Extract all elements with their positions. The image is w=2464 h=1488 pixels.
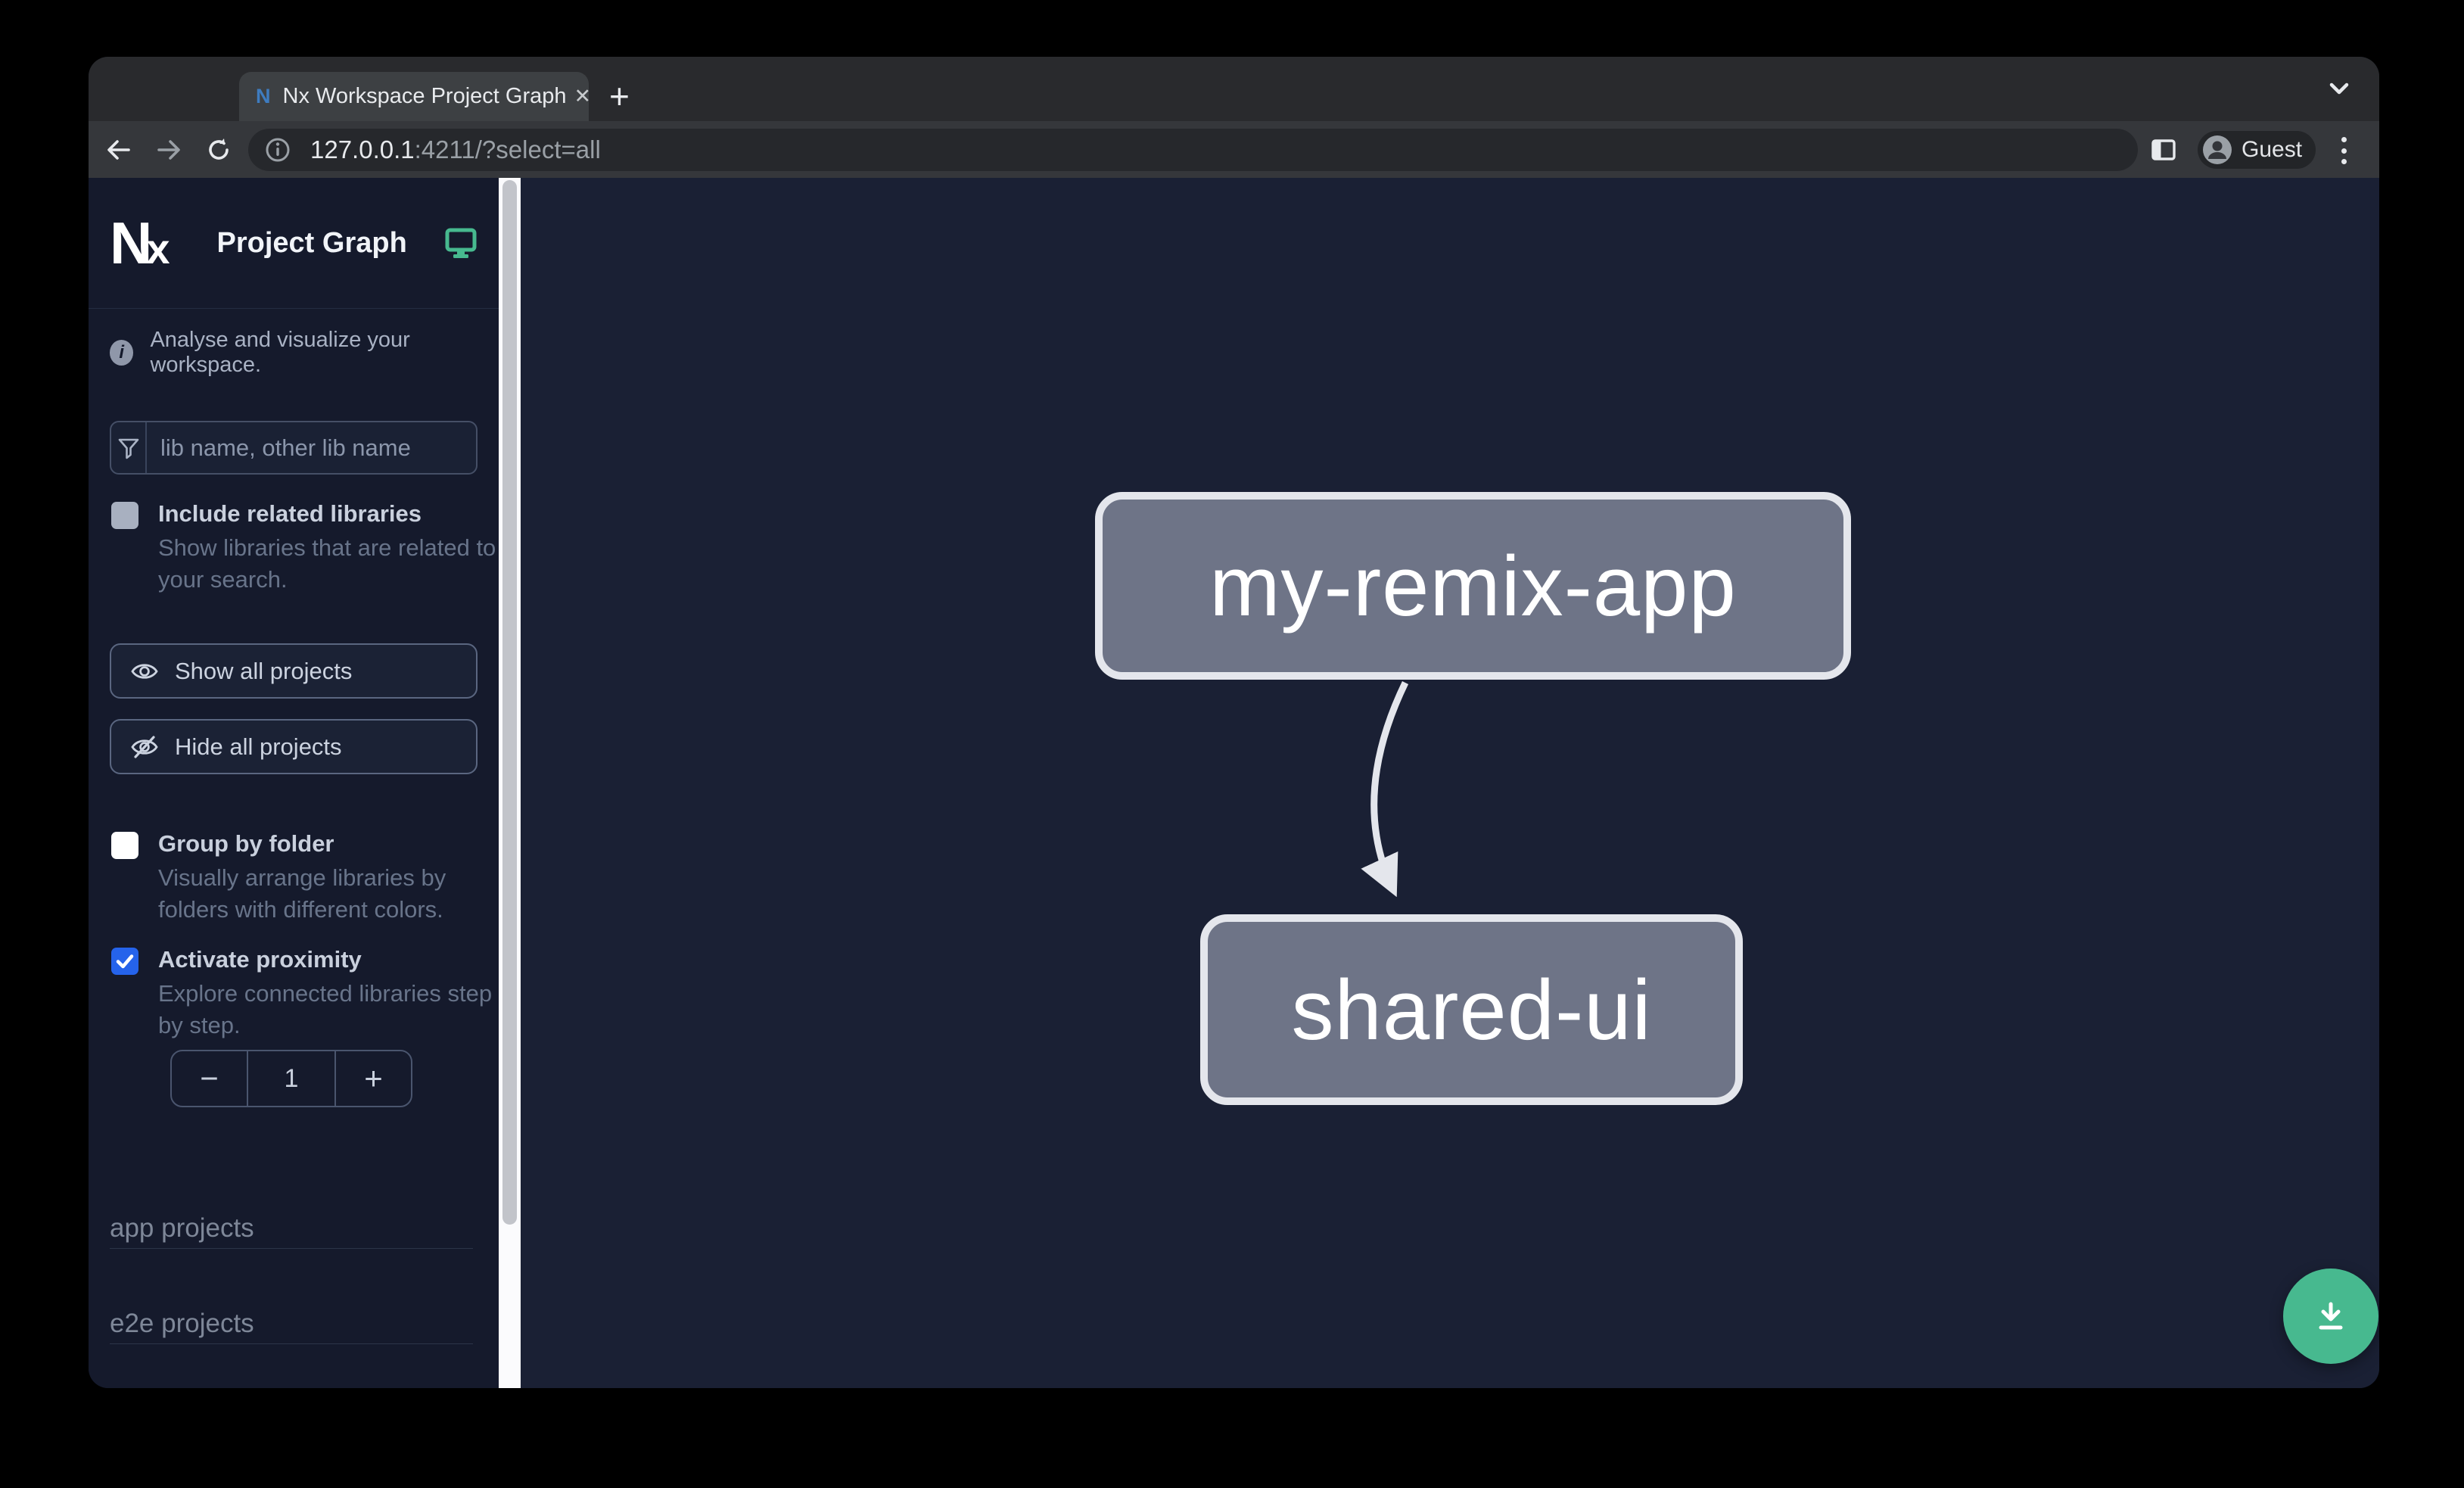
proximity-depth-stepper: − 1 + [170,1050,412,1107]
guest-profile-label: Guest [2242,137,2303,162]
new-tab-button[interactable]: + [609,76,630,116]
workspace-tagline: Analyse and visualize your workspace. [150,328,410,377]
info-icon: i [110,340,134,366]
include-related-label[interactable]: Include related libraries [158,500,422,527]
url-path: :4211/?select=all [414,135,601,163]
graph-node-my-remix-app[interactable]: my-remix-app [1095,492,1851,680]
activate-proximity-label[interactable]: Activate proximity [158,946,362,973]
eye-off-icon [131,735,158,759]
filter-box [110,421,478,475]
depth-value: 1 [284,1063,299,1093]
chevron-down-icon[interactable] [2326,79,2352,98]
url-host: 127.0.0.1 [310,135,415,163]
page-title: Project Graph [216,226,407,259]
url-bar[interactable]: 127.0.0.1:4211/?select=all [248,129,2138,171]
filter-input[interactable] [147,422,476,473]
funnel-icon [111,422,147,473]
profile-button[interactable]: Guest [2198,131,2316,169]
download-graph-button[interactable] [2283,1269,2378,1364]
increment-button[interactable]: + [334,1051,411,1106]
divider [110,1343,473,1344]
tab-title: Nx Workspace Project Graph [282,84,567,108]
graph-node-shared-ui[interactable]: shared-ui [1200,914,1743,1105]
activate-proximity-checkbox[interactable] [111,948,138,975]
tab-strip: N Nx Workspace Project Graph ✕ + [89,57,2379,158]
sidebar-scrollbar[interactable] [499,178,521,1388]
checkmark-icon [116,954,134,969]
decrement-button[interactable]: − [172,1051,248,1106]
avatar [2203,135,2232,164]
browser-window: N Nx Workspace Project Graph ✕ + 127.0.0… [89,57,2379,1388]
dependency-edge [1361,681,1409,898]
reload-icon[interactable] [202,133,235,167]
scrollbar-thumb[interactable] [502,180,517,1225]
monitor-icon[interactable] [444,227,478,259]
group-by-folder-label[interactable]: Group by folder [158,830,334,857]
forward-icon[interactable] [152,133,185,167]
include-related-checkbox[interactable] [111,502,138,529]
hide-all-projects-button[interactable]: Hide all projects [110,719,478,774]
workspace-tagline-row: i Analyse and visualize your workspace. [110,328,499,378]
download-icon [2319,1302,2343,1330]
nx-favicon-icon: N [256,85,271,107]
site-info-icon[interactable] [263,135,292,164]
browser-menu-icon[interactable] [2340,134,2347,167]
back-icon[interactable] [102,133,135,167]
section-app-projects: app projects [110,1213,254,1243]
show-all-projects-button[interactable]: Show all projects [110,643,478,699]
eye-icon [131,660,158,683]
section-e2e-projects: e2e projects [110,1309,254,1338]
side-panel-icon[interactable] [2148,135,2179,165]
browser-tab[interactable]: N Nx Workspace Project Graph ✕ [239,72,592,121]
divider [110,1248,473,1249]
graph-canvas[interactable]: my-remix-app shared-ui [521,178,2379,1388]
browser-toolbar: 127.0.0.1:4211/?select=all Guest [89,121,2379,178]
group-by-folder-checkbox[interactable] [111,832,138,859]
tab-close-icon[interactable]: ✕ [574,85,592,107]
